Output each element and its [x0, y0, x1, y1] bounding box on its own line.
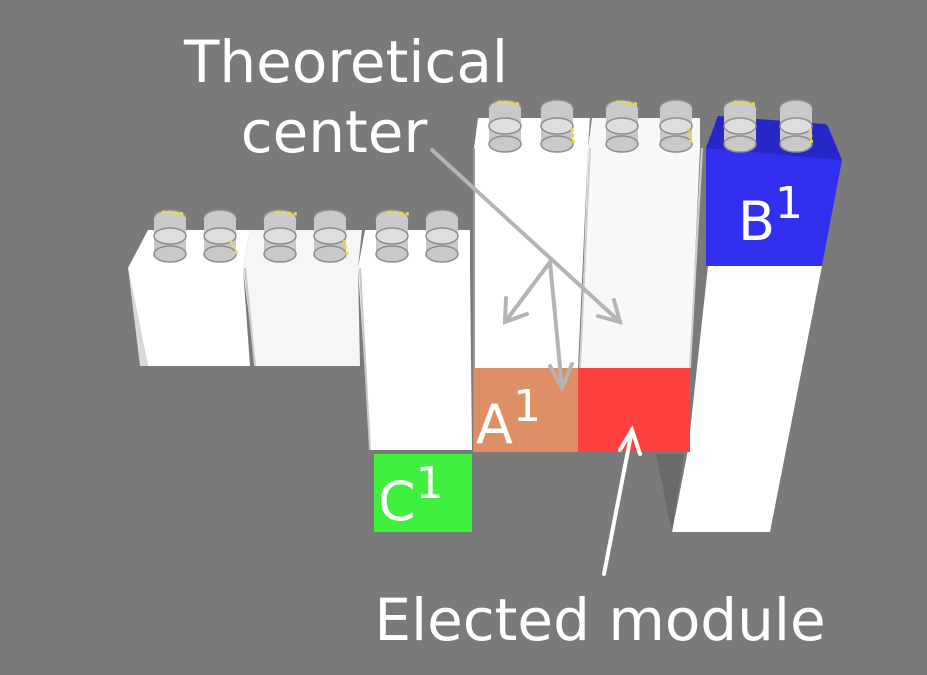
- connector-stripes: [161, 100, 814, 259]
- module-a-letter: A: [476, 393, 513, 456]
- connectors: [153, 99, 814, 263]
- arrow-to-elected: [602, 428, 634, 576]
- arrow-to-left: [503, 260, 552, 324]
- module-right-shadow: [656, 454, 684, 532]
- right-module-column: [656, 266, 822, 532]
- module-b-label: B1: [738, 178, 803, 253]
- elected-module-label: Elected module: [374, 586, 825, 654]
- module-seam: [359, 267, 371, 451]
- left-module-row: [128, 230, 472, 451]
- arrow-theoretical-diagonal: [430, 148, 622, 324]
- module-right-lower-face: [672, 266, 822, 532]
- arrow-to-a: [548, 260, 564, 390]
- module-a-superscript: 1: [513, 381, 541, 432]
- arrowhead: [502, 296, 529, 325]
- module-left-3-face: [358, 230, 472, 450]
- arrowhead: [548, 362, 574, 393]
- module-c-highlight: [374, 454, 472, 532]
- module-c-superscript: 1: [416, 458, 444, 509]
- module-left-1-face: [128, 230, 250, 366]
- elected-arrow: [602, 425, 642, 576]
- module-seam: [579, 147, 591, 369]
- connector-group: [153, 209, 459, 263]
- connector-group: [488, 99, 813, 153]
- module-center-2-face: [580, 118, 700, 368]
- theoretical-center-label-line2: center: [241, 98, 428, 166]
- theoretical-center-arrows: [430, 148, 623, 393]
- module-a-label: A1: [476, 381, 541, 456]
- module-seam: [689, 147, 703, 369]
- theoretical-center-label-line1: Theoretical: [183, 28, 508, 96]
- module-c-label: C1: [378, 458, 444, 533]
- module-b-superscript: 1: [775, 178, 803, 229]
- module-c-letter: C: [378, 470, 416, 533]
- arrowhead: [618, 425, 642, 456]
- module-left-2-face: [243, 230, 362, 366]
- module-left-1-side: [128, 268, 148, 366]
- module-seam: [244, 267, 256, 367]
- module-b-letter: B: [738, 190, 775, 253]
- arrowhead: [596, 298, 623, 325]
- highlighted-modules: [374, 116, 842, 532]
